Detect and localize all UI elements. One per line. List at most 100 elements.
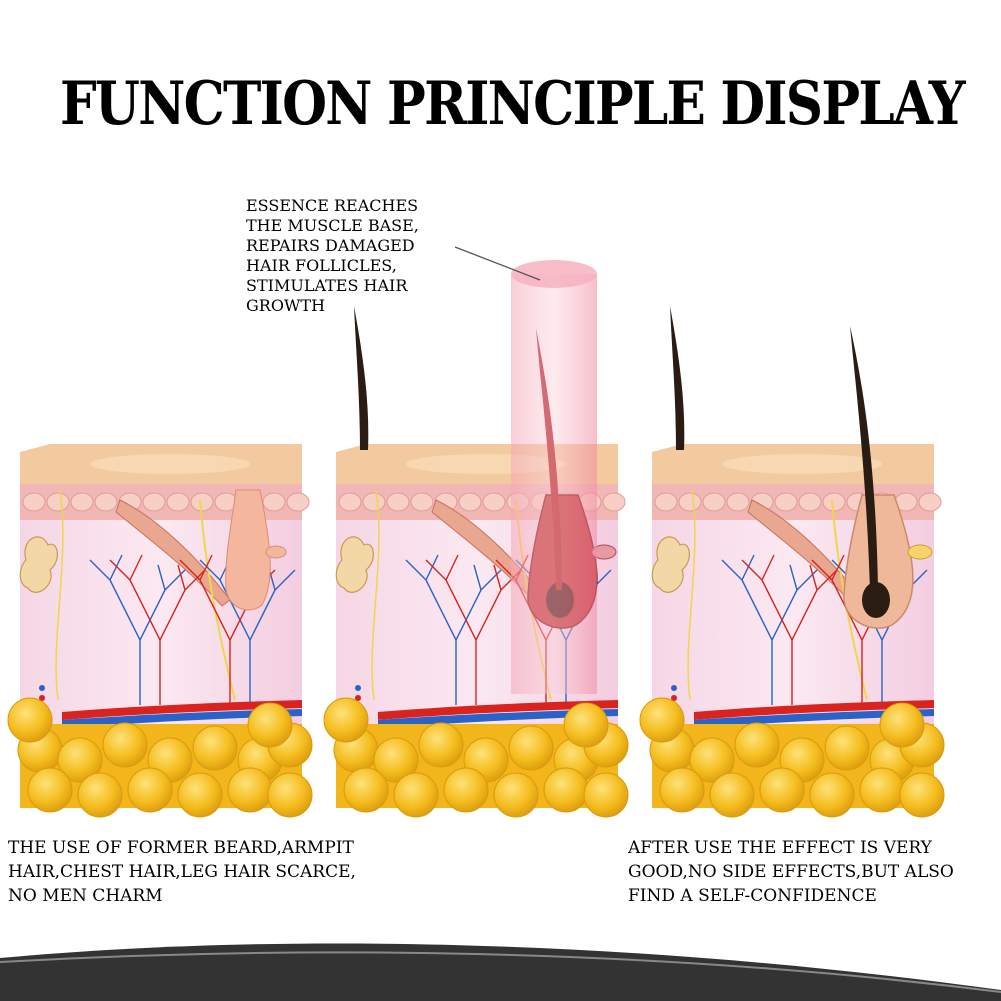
skin-cell <box>94 492 118 512</box>
fat-cell <box>443 767 489 813</box>
fat-cell <box>734 722 780 768</box>
fat-cell <box>57 737 103 783</box>
skin-cell <box>338 492 362 512</box>
skin-cell <box>362 492 386 512</box>
fat-cell <box>659 767 705 813</box>
capillary <box>109 554 206 705</box>
artery <box>378 700 618 720</box>
capillary <box>741 554 838 705</box>
artery <box>694 700 934 720</box>
page-title: FUNCTION PRINCIPLE DISPLAY <box>60 69 966 139</box>
fat-cell <box>323 697 369 743</box>
fat-cell <box>373 737 419 783</box>
capillary <box>721 554 818 705</box>
fat-cell <box>77 772 123 818</box>
capillary <box>425 554 522 705</box>
gland <box>335 536 374 593</box>
skin-cell <box>726 492 750 512</box>
skin-cell <box>654 492 678 512</box>
fat-cell <box>267 772 313 818</box>
skin-cell <box>70 492 94 512</box>
callout-text: ESSENCE REACHES THE MUSCLE BASE, REPAIRS… <box>246 196 476 316</box>
skin-cell <box>46 492 70 512</box>
skin-cell <box>410 492 434 512</box>
caption-line: AFTER USE THE EFFECT IS VERY <box>628 838 932 858</box>
caption-after: AFTER USE THE EFFECT IS VERY GOOD,NO SID… <box>628 836 954 908</box>
fat-cell <box>689 737 735 783</box>
skin-cell <box>774 492 798 512</box>
sebaceous-gland <box>907 544 933 560</box>
hair-shaft <box>850 326 878 590</box>
vessel-dot <box>355 685 361 691</box>
fat-cell <box>127 767 173 813</box>
bottom-swoosh <box>0 943 1001 1001</box>
callout-line: GROWTH <box>246 296 326 315</box>
nerve-fiber <box>199 499 236 701</box>
callout-line: HAIR FOLLICLES, <box>246 256 397 275</box>
artery <box>62 700 302 720</box>
caption-line: FIND A SELF-CONFIDENCE <box>628 886 877 906</box>
caption-before: THE USE OF FORMER BEARD,ARMPIT HAIR,CHES… <box>8 836 356 908</box>
caption-line: NO MEN CHARM <box>8 886 163 906</box>
skin-cell <box>702 492 726 512</box>
skin-cell <box>602 492 626 512</box>
fat-cell <box>7 697 53 743</box>
skin-cell <box>482 492 506 512</box>
fat-cell <box>508 725 554 771</box>
skin-cell <box>918 492 942 512</box>
nerve-fiber <box>371 489 380 701</box>
epidermis-highlight <box>722 454 882 474</box>
fat-cell <box>247 702 293 748</box>
fat-cell <box>824 725 870 771</box>
skin-cell <box>386 492 410 512</box>
callout-line: ESSENCE REACHES <box>246 196 419 215</box>
skin-cell <box>166 492 190 512</box>
essence-beam <box>511 260 597 694</box>
arrector-muscle <box>115 499 231 607</box>
vessel-dot <box>39 685 45 691</box>
skin-cell <box>458 492 482 512</box>
callout-line: STIMULATES HAIR <box>246 276 408 295</box>
capillary <box>179 554 276 705</box>
fat-cell <box>639 697 685 743</box>
nerve-fiber <box>55 489 64 701</box>
skin-cell <box>678 492 702 512</box>
fat-cell <box>27 767 73 813</box>
small-hair <box>670 306 685 450</box>
fat-cell <box>563 702 609 748</box>
fat-cell <box>543 767 589 813</box>
nerve-fiber <box>687 489 696 701</box>
capillary <box>89 554 186 705</box>
fat-cell <box>177 772 223 818</box>
gland <box>651 536 690 593</box>
fat-cell <box>809 772 855 818</box>
fat-cell <box>493 772 539 818</box>
callout-line: REPAIRS DAMAGED <box>246 236 415 255</box>
vessel-dot <box>355 695 361 701</box>
skin-cell <box>142 492 166 512</box>
caption-line: GOOD,NO SIDE EFFECTS,BUT ALSO <box>628 862 954 882</box>
fat-cell <box>192 725 238 771</box>
callout-line: THE MUSCLE BASE, <box>246 216 419 235</box>
small-hair <box>354 306 369 450</box>
fat-cell <box>102 722 148 768</box>
fat-cell <box>418 722 464 768</box>
skin-panel-before <box>7 444 313 818</box>
skin-panel-after <box>639 306 945 818</box>
caption-line: HAIR,CHEST HAIR,LEG HAIR SCARCE, <box>8 862 356 882</box>
fat-cell <box>759 767 805 813</box>
fat-cell <box>879 702 925 748</box>
fat-cell <box>859 767 905 813</box>
skin-cell <box>798 492 822 512</box>
capillary <box>405 554 502 705</box>
fat-cell <box>393 772 439 818</box>
fat-cell <box>709 772 755 818</box>
fat-cell <box>227 767 273 813</box>
skin-cell <box>22 492 46 512</box>
hair-bulb <box>862 582 890 618</box>
epidermis-highlight <box>90 454 250 474</box>
gland <box>19 536 58 593</box>
skin-cell <box>286 492 310 512</box>
fat-cell <box>343 767 389 813</box>
